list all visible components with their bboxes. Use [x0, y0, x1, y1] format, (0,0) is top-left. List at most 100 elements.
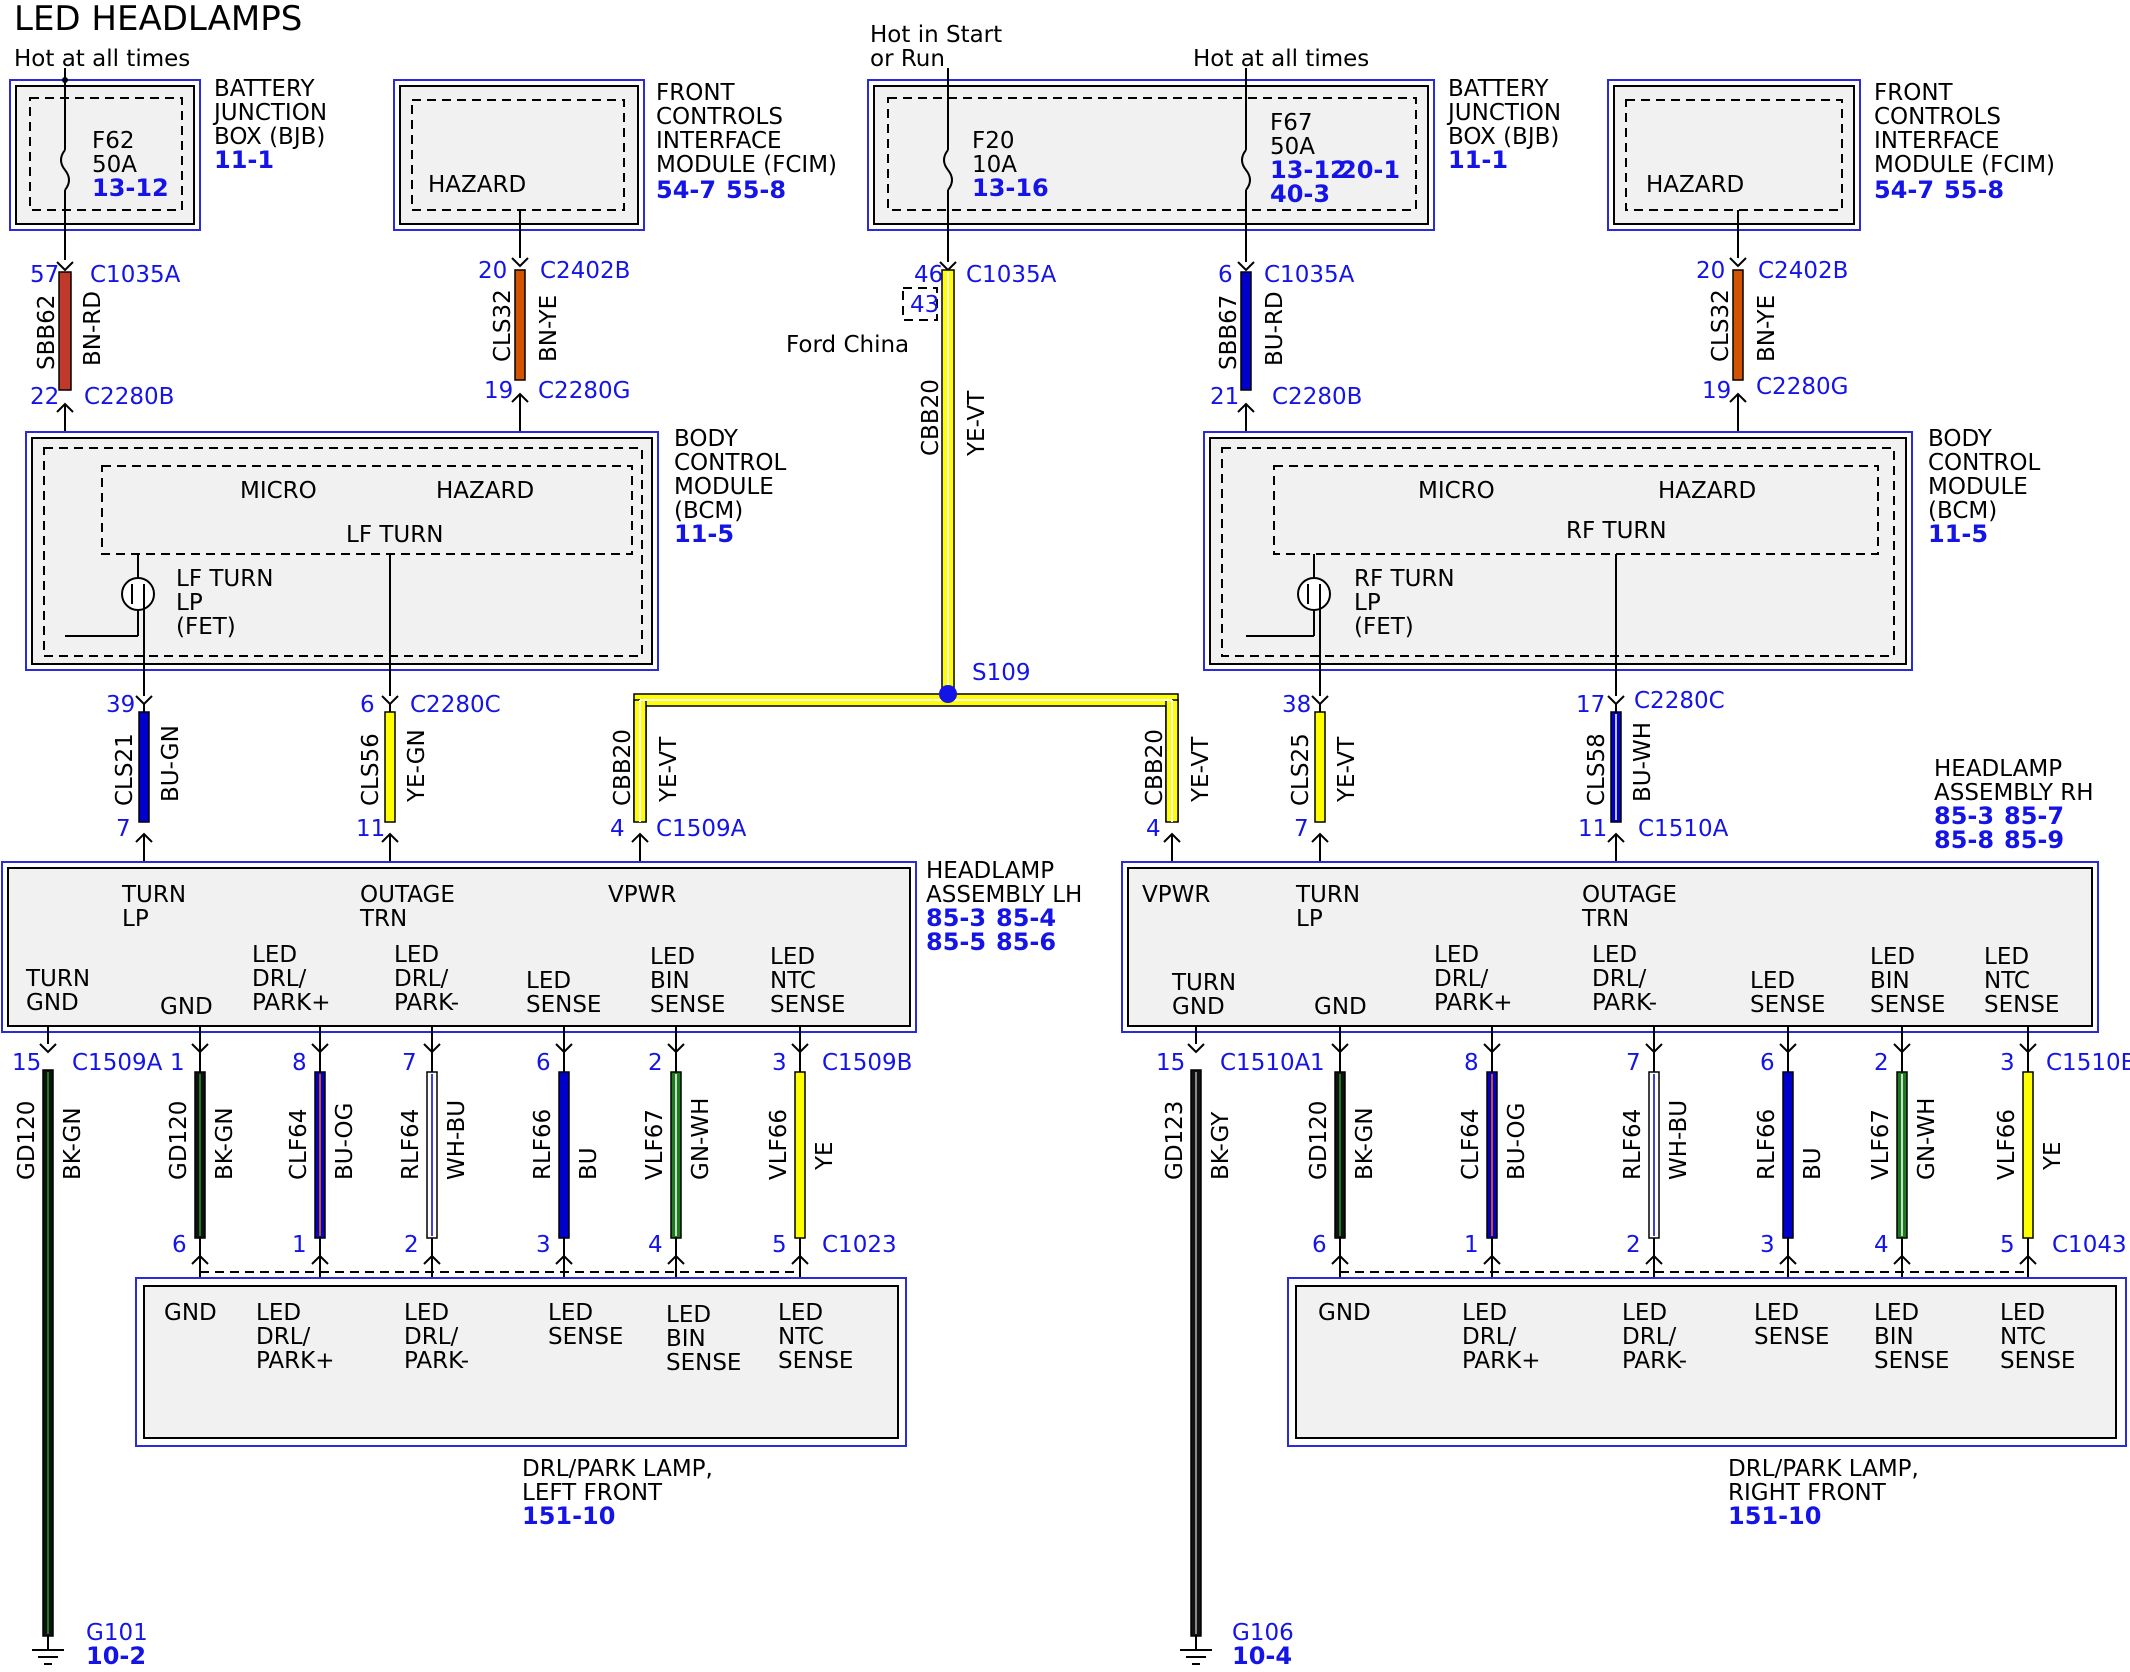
bjb-left-ref: 11-1 — [214, 146, 274, 174]
cbb20-right-pin-bot: 4 — [1146, 816, 1161, 842]
headlamp-assembly-lh: TURN LP OUTAGE TRN VPWR TURN GND GND LED… — [1, 858, 1082, 1033]
vlf66-left-color: YE — [812, 1141, 838, 1171]
rh-gnd: GND — [1314, 994, 1367, 1020]
drl-left-bin-2: BIN — [666, 1326, 706, 1352]
vlf66-right-pin-bot: 5 — [2000, 1232, 2015, 1258]
drl-left-bin-3: SENSE — [666, 1350, 741, 1376]
lh-turn-lp-1: TURN — [121, 882, 186, 908]
sbb62-pin-top: 57 — [30, 262, 59, 288]
rlf64-left-pin-top: 7 — [402, 1050, 417, 1076]
rlf66-right-color: BU — [1800, 1147, 1826, 1180]
gd120-right-circuit: GD120 — [1306, 1101, 1332, 1180]
lh-turn-gnd-1: TURN — [25, 966, 90, 992]
cls32-right-conn-top: C2402B — [1758, 258, 1848, 284]
lh-drl-plus-1: LED — [252, 942, 297, 968]
bjb-center-l3: BOX (BJB) — [1448, 124, 1559, 150]
wire-cbb20-center: 46 C1035A 43 Ford China CBB20 YE-VT — [786, 261, 1057, 695]
drl-left-name-1: DRL/PARK LAMP, — [522, 1456, 713, 1482]
cls25-pin-top: 38 — [1282, 692, 1311, 718]
lower-left-wires: 15 C1509A GD120 BK-GN 1 GD120 BK-GN 6 8 … — [12, 1026, 912, 1637]
bjb-center: F20 10A 13-16 F67 50A 13-12 20-1 40-3 BA… — [867, 68, 1561, 262]
bjb-left-l1: BATTERY — [214, 76, 315, 102]
fcim-right-l4: MODULE (FCIM) — [1874, 152, 2055, 178]
rh-drl-plus-2: DRL/ — [1434, 966, 1489, 992]
rh-vpwr: VPWR — [1142, 882, 1210, 908]
rlf66-right-circuit: RLF66 — [1754, 1109, 1780, 1180]
wire-sbb67: 6 C1035A SBB67 BU-RD 21 C2280B — [1210, 261, 1362, 636]
drl-right-plus-1: LED — [1462, 1300, 1507, 1326]
wire-sbb62: 57 C1035A SBB62 BN-RD 22 C2280B — [30, 261, 181, 636]
rh-ntc-2: NTC — [1984, 968, 2030, 994]
rlf64-right-pin-bot: 2 — [1626, 1232, 1641, 1258]
vlf66-right-pin-top: 3 — [2000, 1050, 2015, 1076]
vlf66-left-pin-top: 3 — [772, 1050, 787, 1076]
lower-right-conn-bot: C1043 — [2052, 1232, 2127, 1258]
lower-left-conn-bot: C1023 — [822, 1232, 897, 1258]
cbb20-right-color: YE-VT — [1188, 736, 1214, 803]
cbb20-pin46: 46 — [914, 262, 943, 288]
gd120b-pin-top: 1 — [170, 1050, 185, 1076]
fuse-f62-ref: 13-12 — [92, 174, 169, 202]
ford-china-label: Ford China — [786, 332, 909, 358]
lh-drl-plus-3: PARK+ — [252, 990, 330, 1016]
bcm-right-fet-l1: RF TURN — [1354, 566, 1455, 592]
lh-bin-2: BIN — [650, 968, 690, 994]
splice-name: S109 — [972, 660, 1031, 686]
vlf67-right-circuit: VLF67 — [1868, 1109, 1894, 1180]
lh-drl-plus-2: DRL/ — [252, 966, 307, 992]
cbb20-left-circuit: CBB20 — [610, 729, 636, 806]
drl-left-minus-2: DRL/ — [404, 1324, 459, 1350]
bjb-left-l3: BOX (BJB) — [214, 124, 325, 150]
vlf67-right-pin-bot: 4 — [1874, 1232, 1889, 1258]
gd123-circuit: GD123 — [1162, 1101, 1188, 1180]
lower-left-conn-a: C1509A — [72, 1050, 163, 1076]
rh-ref-4: 85-9 — [2004, 826, 2064, 854]
vlf66-left-pin-bot: 5 — [772, 1232, 787, 1258]
cls32-right-color: BN-YE — [1754, 295, 1780, 362]
wire-cls25: 38 CLS25 YE-VT 7 — [1282, 692, 1360, 864]
fcim-left: HAZARD FRONT CONTROLS INTERFACE MODULE (… — [393, 79, 837, 258]
fuse-f67-amp: 50A — [1270, 134, 1315, 160]
clf64-left-pin-bot: 1 — [292, 1232, 307, 1258]
rh-bin-2: BIN — [1870, 968, 1910, 994]
sbb67-conn-bot: C2280B — [1272, 384, 1362, 410]
fcim-right-ref1: 54-7 — [1874, 176, 1934, 204]
bjb-left: F62 50A 13-12 BATTERY JUNCTION BOX (BJB)… — [9, 68, 327, 260]
drl-left-bin-1: LED — [666, 1302, 711, 1328]
drl-right-ntc-3: SENSE — [2000, 1348, 2075, 1374]
cls32-right-circuit: CLS32 — [1708, 289, 1734, 362]
lh-bin-3: SENSE — [650, 992, 725, 1018]
drl-right-bin-3: SENSE — [1874, 1348, 1949, 1374]
rh-drl-plus-3: PARK+ — [1434, 990, 1512, 1016]
fcim-right-l3: INTERFACE — [1874, 128, 2000, 154]
fcim-left-l2: CONTROLS — [656, 104, 783, 130]
cls56-pin-top: 6 — [360, 692, 375, 718]
clf64-right-pin-top: 8 — [1464, 1050, 1479, 1076]
drl-left-gnd: GND — [164, 1300, 217, 1326]
sbb62-circuit: SBB62 — [34, 295, 60, 370]
cls58-pin-bot: 11 — [1578, 816, 1607, 842]
cls32-left-conn-top: C2402B — [540, 258, 630, 284]
drl-left-name-2: LEFT FRONT — [522, 1480, 663, 1506]
vlf67-left-pin-top: 2 — [648, 1050, 663, 1076]
rh-turn-gnd-2: GND — [1172, 994, 1225, 1020]
lh-turn-lp-2: LP — [122, 906, 149, 932]
lh-drl-minus-3: PARK- — [394, 990, 459, 1016]
lh-ntc-2: NTC — [770, 968, 816, 994]
cls21-pin-top: 39 — [106, 692, 135, 718]
drl-left-ntc-3: SENSE — [778, 1348, 853, 1374]
splice-s109: S109 CBB20 YE-VT 4 C1509A CBB20 YE-VT 4 — [610, 660, 1214, 864]
drl-right-minus-2: DRL/ — [1622, 1324, 1677, 1350]
fuse-f20-label: F20 — [972, 128, 1015, 154]
gd120-right-pin-top: 1 — [1310, 1050, 1325, 1076]
bcm-right-fet-l3: (FET) — [1354, 614, 1414, 640]
vlf67-left-circuit: VLF67 — [642, 1109, 668, 1180]
bcm-right-micro: MICRO — [1418, 478, 1495, 504]
rh-outage-1: OUTAGE — [1582, 882, 1677, 908]
diagram-title: LED HEADLAMPS — [14, 0, 302, 39]
lh-drl-minus-1: LED — [394, 942, 439, 968]
rlf66-right-pin-top: 6 — [1760, 1050, 1775, 1076]
bjb-center-l2: JUNCTION — [1446, 100, 1561, 126]
fcim-right-l1: FRONT — [1874, 80, 1954, 106]
